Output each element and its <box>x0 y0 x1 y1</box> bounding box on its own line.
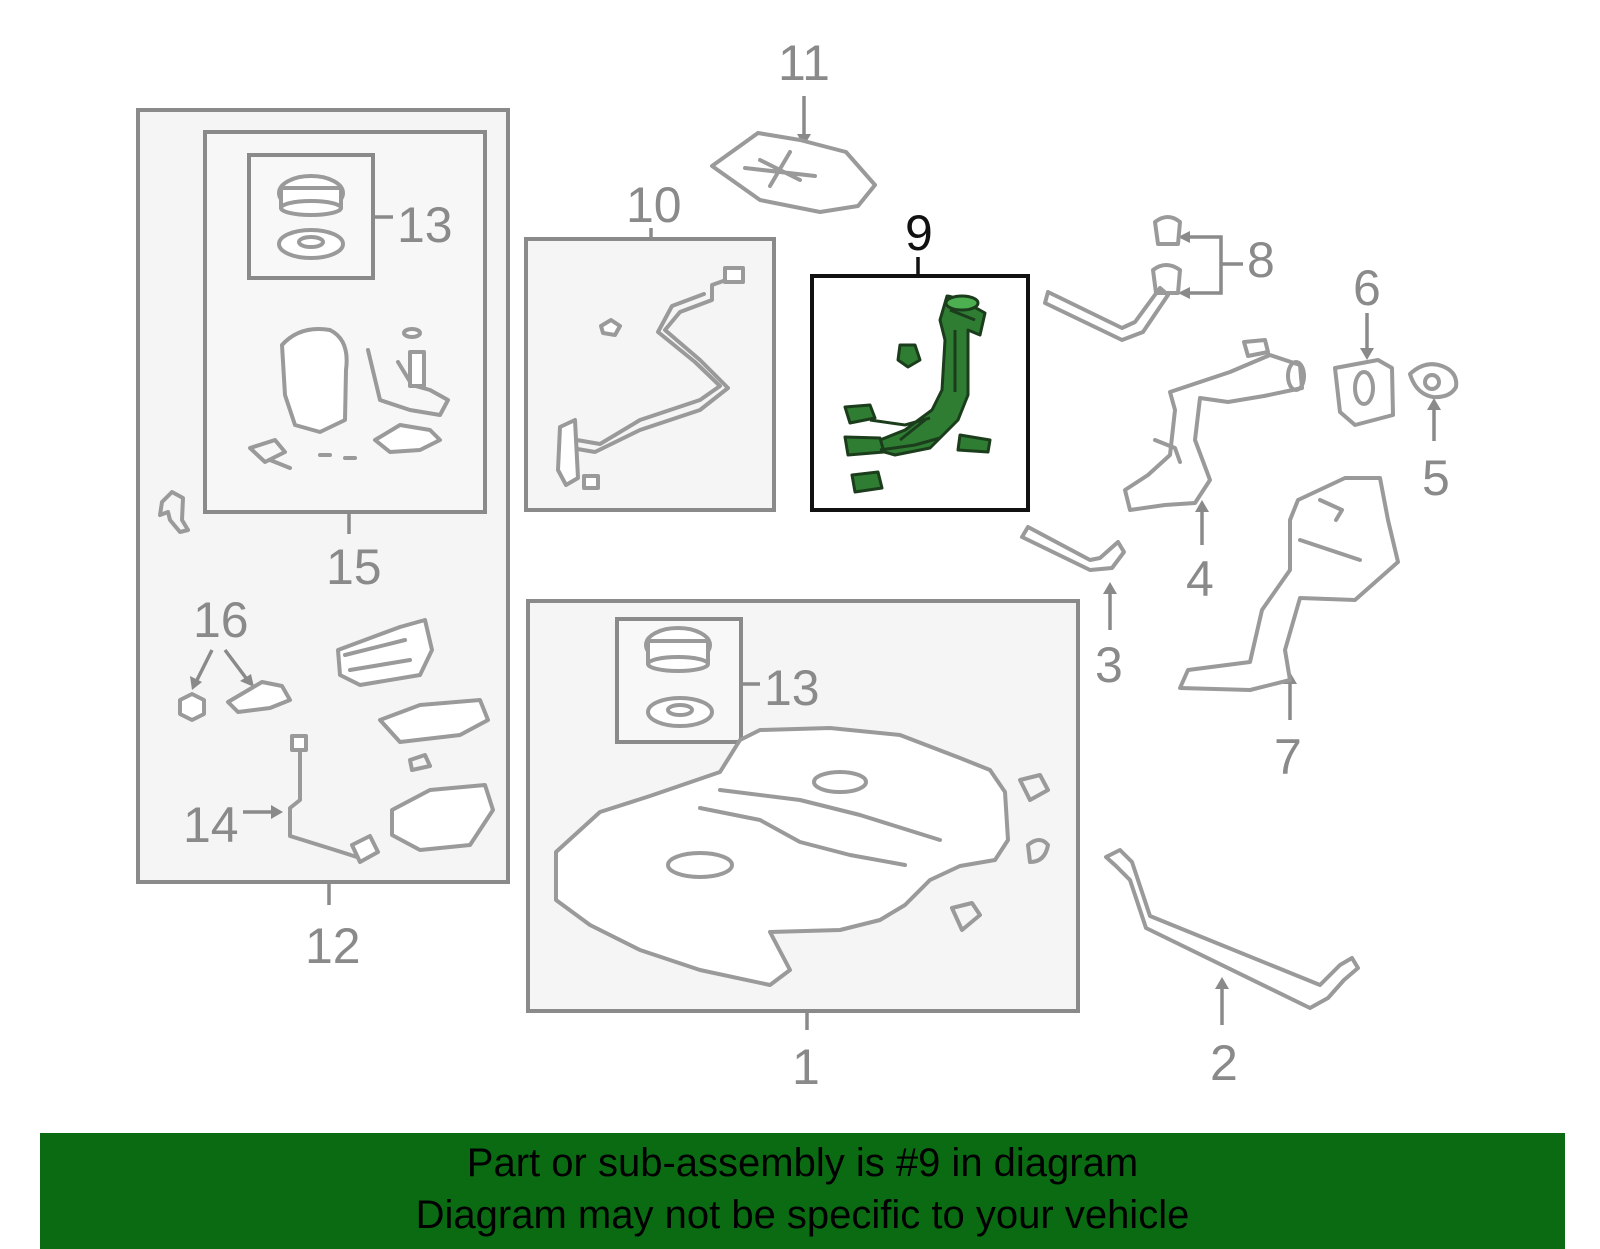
callout-7: 7 <box>1274 729 1302 785</box>
part-5-fuel-cap <box>1408 362 1459 400</box>
part-13-top-gasket-ring <box>277 174 345 260</box>
callout-16: 16 <box>193 592 249 648</box>
assembly-box-9[interactable] <box>810 274 1030 512</box>
part-13-tank-gasket-ring <box>644 626 714 728</box>
callout-4: 4 <box>1186 551 1214 607</box>
part-9-highlighted-assembly[interactable] <box>843 294 992 494</box>
part-7-shield <box>1178 476 1400 692</box>
part-1-fuel-tank <box>554 726 1050 987</box>
callout-2: 2 <box>1210 1035 1238 1091</box>
part-3-hose <box>1020 525 1126 572</box>
part-16-parts <box>178 680 292 722</box>
part-11-heat-shield <box>710 131 877 214</box>
callout-12: 12 <box>305 918 361 974</box>
callout-13-tank: 13 <box>764 660 820 716</box>
part-6-filler-door <box>1333 358 1395 427</box>
part-15-pump-module <box>248 327 450 470</box>
callout-5: 5 <box>1422 450 1450 506</box>
info-banner: Part or sub-assembly is #9 in diagram Di… <box>40 1133 1565 1249</box>
callout-8: 8 <box>1247 232 1275 288</box>
callout-6: 6 <box>1353 260 1381 316</box>
callout-15: 15 <box>326 539 382 595</box>
clip-part <box>158 490 190 534</box>
part-10-fuel-line <box>556 266 745 490</box>
part-14-sender <box>288 734 380 864</box>
box-12-components <box>336 618 495 852</box>
callout-11: 11 <box>778 35 830 91</box>
callout-1: 1 <box>792 1039 820 1095</box>
callout-13-top: 13 <box>397 197 453 253</box>
callout-9[interactable]: 9 <box>905 205 933 261</box>
callout-14: 14 <box>183 797 239 853</box>
part-4-filler-neck <box>1123 338 1306 512</box>
banner-line-1: Part or sub-assembly is #9 in diagram <box>466 1141 1139 1185</box>
part-2-tank-strap <box>1104 848 1360 1010</box>
part-8-hose-caps <box>1043 215 1182 342</box>
banner-line-2: Diagram may not be specific to your vehi… <box>415 1193 1190 1237</box>
callout-10: 10 <box>626 177 682 233</box>
callout-3: 3 <box>1095 637 1123 693</box>
